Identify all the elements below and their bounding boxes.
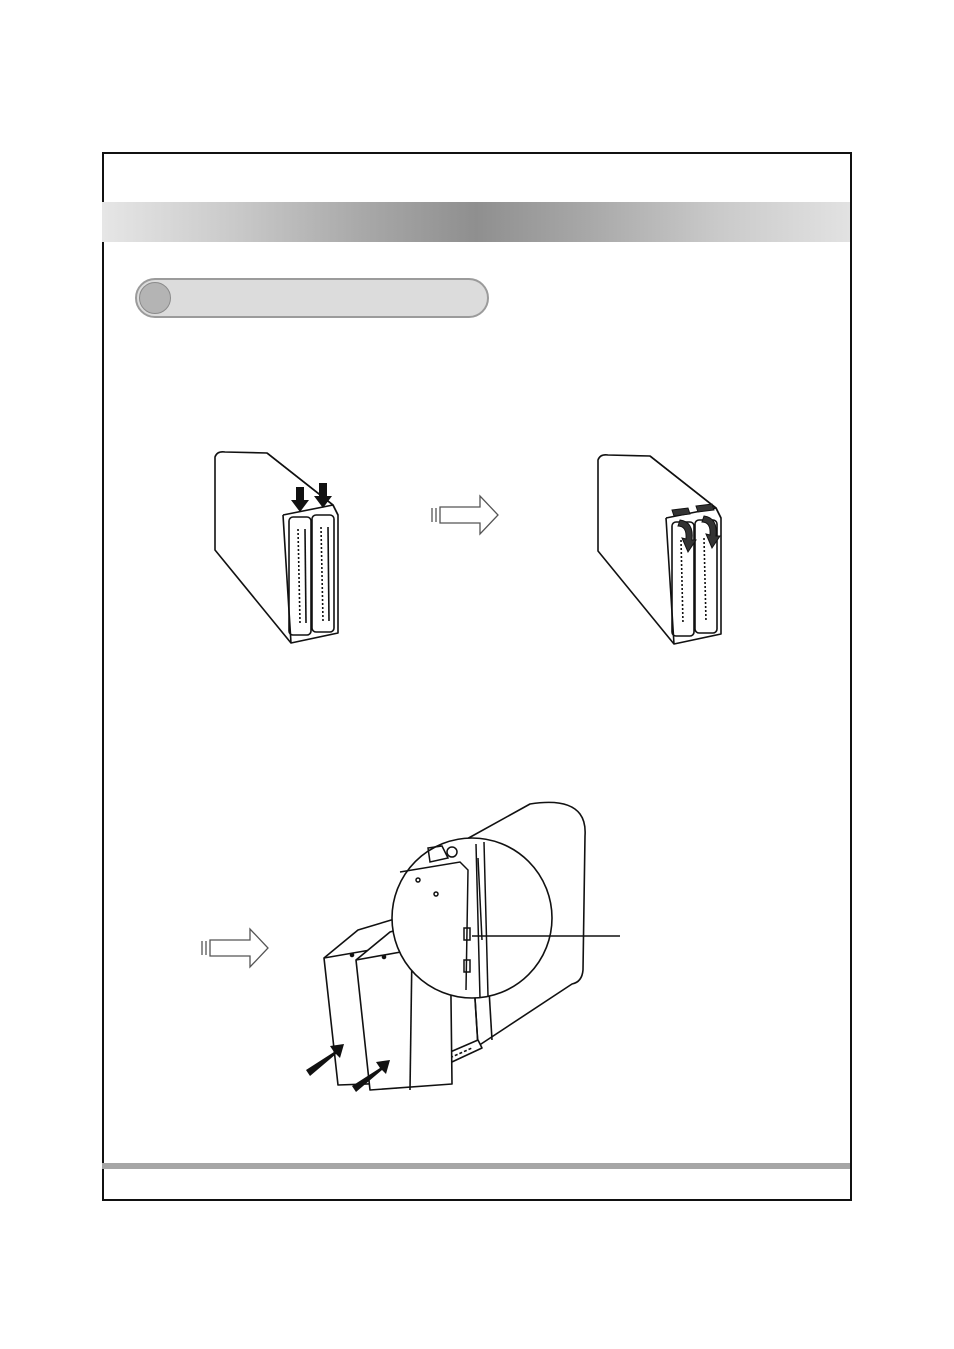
enclosure-press-latch-illustration (205, 445, 350, 650)
next-step-arrow-icon (430, 492, 502, 536)
section-bullet-icon (139, 282, 171, 314)
footer-rule (102, 1163, 850, 1169)
next-step-arrow-icon-2 (200, 926, 272, 970)
section-heading-pill (135, 278, 489, 318)
magnified-detail-circle (392, 838, 552, 998)
enclosure-open-latch-illustration (590, 448, 740, 653)
hdd-insertion-illustration (300, 800, 640, 1100)
chapter-header-band (102, 202, 850, 242)
